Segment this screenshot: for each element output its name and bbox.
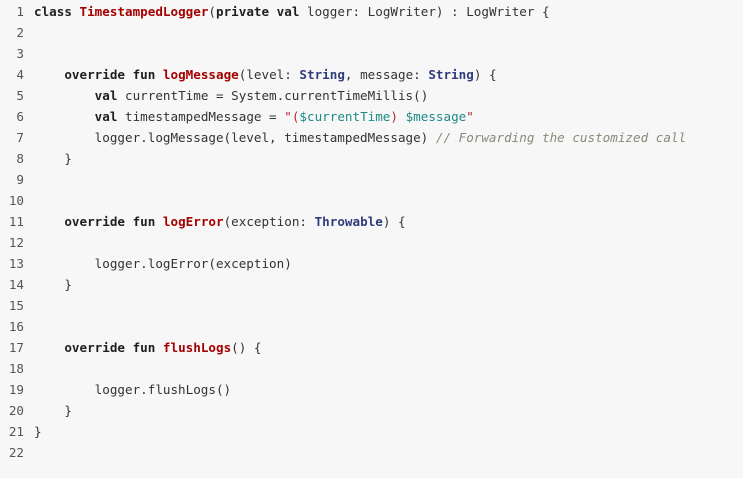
code-text[interactable]: logger.logError(exception) [34,253,743,274]
line-number: 12 [8,235,24,250]
code-token: val [34,88,125,103]
line-number: 16 [8,319,24,334]
code-line[interactable]: 7 logger.logMessage(level, timestampedMe… [0,127,743,148]
code-token: logMessage [162,67,239,82]
code-token: "( [284,109,300,124]
line-number: 9 [16,172,24,187]
code-token: class [34,4,80,19]
code-line[interactable]: 14 } [0,274,743,295]
code-line[interactable]: 21} [0,421,743,442]
code-text[interactable]: logger.flushLogs() [34,379,743,400]
code-line[interactable]: 17 override fun flushLogs() { [0,337,743,358]
code-token: logger.logMessage(level, timestampedMess… [34,130,436,145]
code-token: Throwable [314,214,383,229]
code-token: ( [208,4,216,19]
line-number: 21 [8,424,24,439]
code-line[interactable]: 16 [0,316,743,337]
code-token: ) [390,109,406,124]
code-line[interactable]: 10 [0,190,743,211]
code-line[interactable]: 22 [0,442,743,463]
code-text[interactable]: override fun logMessage(level: String, m… [34,64,743,85]
line-number: 11 [8,214,24,229]
code-token: timestampedMessage = [125,109,285,124]
code-text[interactable]: } [34,400,743,421]
code-token: } [34,424,42,439]
code-token: logger: LogWriter) : LogWriter { [307,4,550,19]
code-line[interactable]: 12 [0,232,743,253]
code-token: } [34,403,72,418]
code-token: , message: [344,67,429,82]
code-token: logger.logError(exception) [34,256,292,271]
code-line[interactable]: 9 [0,169,743,190]
code-token: override fun [34,340,163,355]
code-token: currentTime = System.currentTimeMillis() [125,88,429,103]
code-line[interactable]: 19 logger.flushLogs() [0,379,743,400]
line-number: 6 [16,109,24,124]
code-line[interactable]: 20 } [0,400,743,421]
code-token: ) { [473,67,497,82]
code-text[interactable]: } [34,421,743,442]
line-number: 15 [8,298,24,313]
code-line[interactable]: 11 override fun logError(exception: Thro… [0,211,743,232]
line-number: 20 [8,403,24,418]
line-number: 19 [8,382,24,397]
line-number: 14 [8,277,24,292]
code-token: () { [231,340,262,355]
code-token: String [428,67,474,82]
code-token: (level: [238,67,300,82]
line-number: 22 [8,445,24,460]
code-line[interactable]: 1 class TimestampedLogger(private val log… [0,1,743,22]
code-text[interactable]: class TimestampedLogger(private val logg… [34,1,743,22]
code-line[interactable]: 13 logger.logError(exception) [0,253,743,274]
code-line[interactable]: 2 [0,22,743,43]
code-token: TimestampedLogger [79,4,209,19]
code-token: String [299,67,345,82]
code-token: override fun [34,214,163,229]
line-number: 4 [16,67,24,82]
code-token: $currentTime [299,109,391,124]
code-token: } [34,151,72,166]
line-number: 8 [16,151,24,166]
code-text[interactable]: override fun flushLogs() { [34,337,743,358]
line-number: 5 [16,88,24,103]
code-line[interactable]: 15 [0,295,743,316]
line-number: 1 [16,4,24,19]
code-line[interactable]: 4 override fun logMessage(level: String,… [0,64,743,85]
code-text[interactable]: override fun logError(exception: Throwab… [34,211,743,232]
code-line[interactable]: 18 [0,358,743,379]
code-token: // Forwarding the customized call [435,130,687,145]
code-token: logger.flushLogs() [34,382,232,397]
code-text[interactable]: logger.logMessage(level, timestampedMess… [34,127,743,148]
line-number: 2 [16,25,24,40]
code-line[interactable]: 6 val timestampedMessage = "($currentTim… [0,106,743,127]
line-number: 17 [8,340,24,355]
code-line[interactable]: 3 [0,43,743,64]
code-text[interactable]: val timestampedMessage = "($currentTime)… [34,106,743,127]
code-token: $message [405,109,467,124]
code-token: flushLogs [162,340,232,355]
code-line[interactable]: 5 val currentTime = System.currentTimeMi… [0,85,743,106]
code-token: logError [162,214,224,229]
code-text[interactable]: } [34,274,743,295]
code-text[interactable]: val currentTime = System.currentTimeMill… [34,85,743,106]
code-token: ) { [382,214,406,229]
code-token: val [34,109,125,124]
line-number: 7 [16,130,24,145]
line-number: 18 [8,361,24,376]
line-number: 3 [16,46,24,61]
code-text[interactable]: } [34,148,743,169]
code-token: " [466,109,474,124]
code-token: override fun [34,67,163,82]
code-line[interactable]: 8 } [0,148,743,169]
line-number: 10 [8,193,24,208]
code-token: } [34,277,72,292]
line-number: 13 [8,256,24,271]
code-token: (exception: [223,214,315,229]
code-token: private val [216,4,307,19]
